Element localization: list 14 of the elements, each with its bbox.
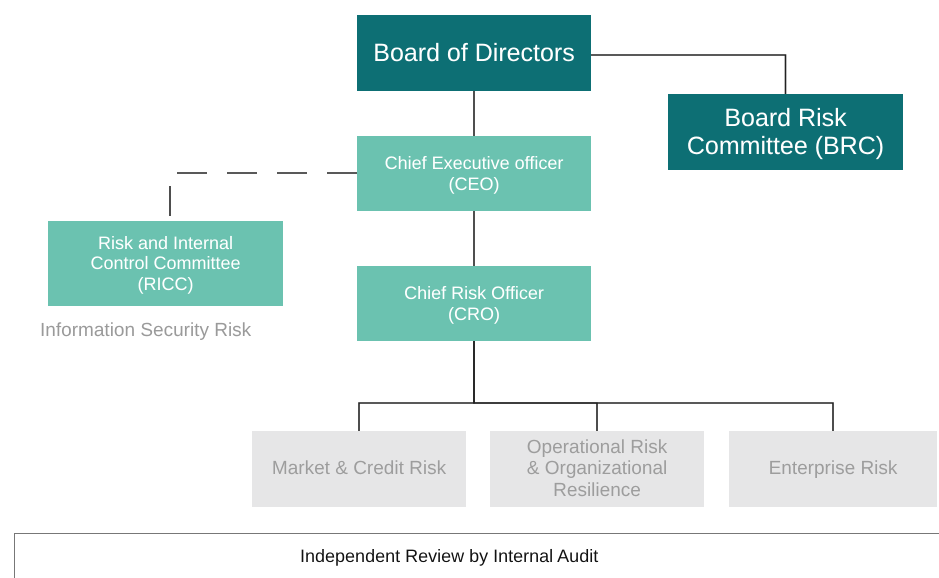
board-box: Board Risk Committee (BRC) <box>668 94 903 170</box>
node-caption: Information Security Risk <box>40 320 252 342</box>
connector-line <box>473 341 834 431</box>
board-box: Board of Directors <box>357 15 591 91</box>
role-box: Chief Risk Officer (CRO) <box>357 266 591 341</box>
role-box: Risk and Internal Control Committee (RICC) <box>48 221 283 306</box>
audit-frame: Independent Review by Internal Audit <box>14 533 939 578</box>
risk-unit-box: Enterprise Risk <box>729 431 937 507</box>
connector-line <box>591 54 786 94</box>
risk-unit-box: Operational Risk & Organizational Resilience <box>490 431 704 507</box>
connector-line <box>473 211 475 266</box>
connector-line <box>473 91 475 136</box>
role-box: Chief Executive officer (CEO) <box>357 136 591 211</box>
risk-unit-box: Market & Credit Risk <box>252 431 466 507</box>
